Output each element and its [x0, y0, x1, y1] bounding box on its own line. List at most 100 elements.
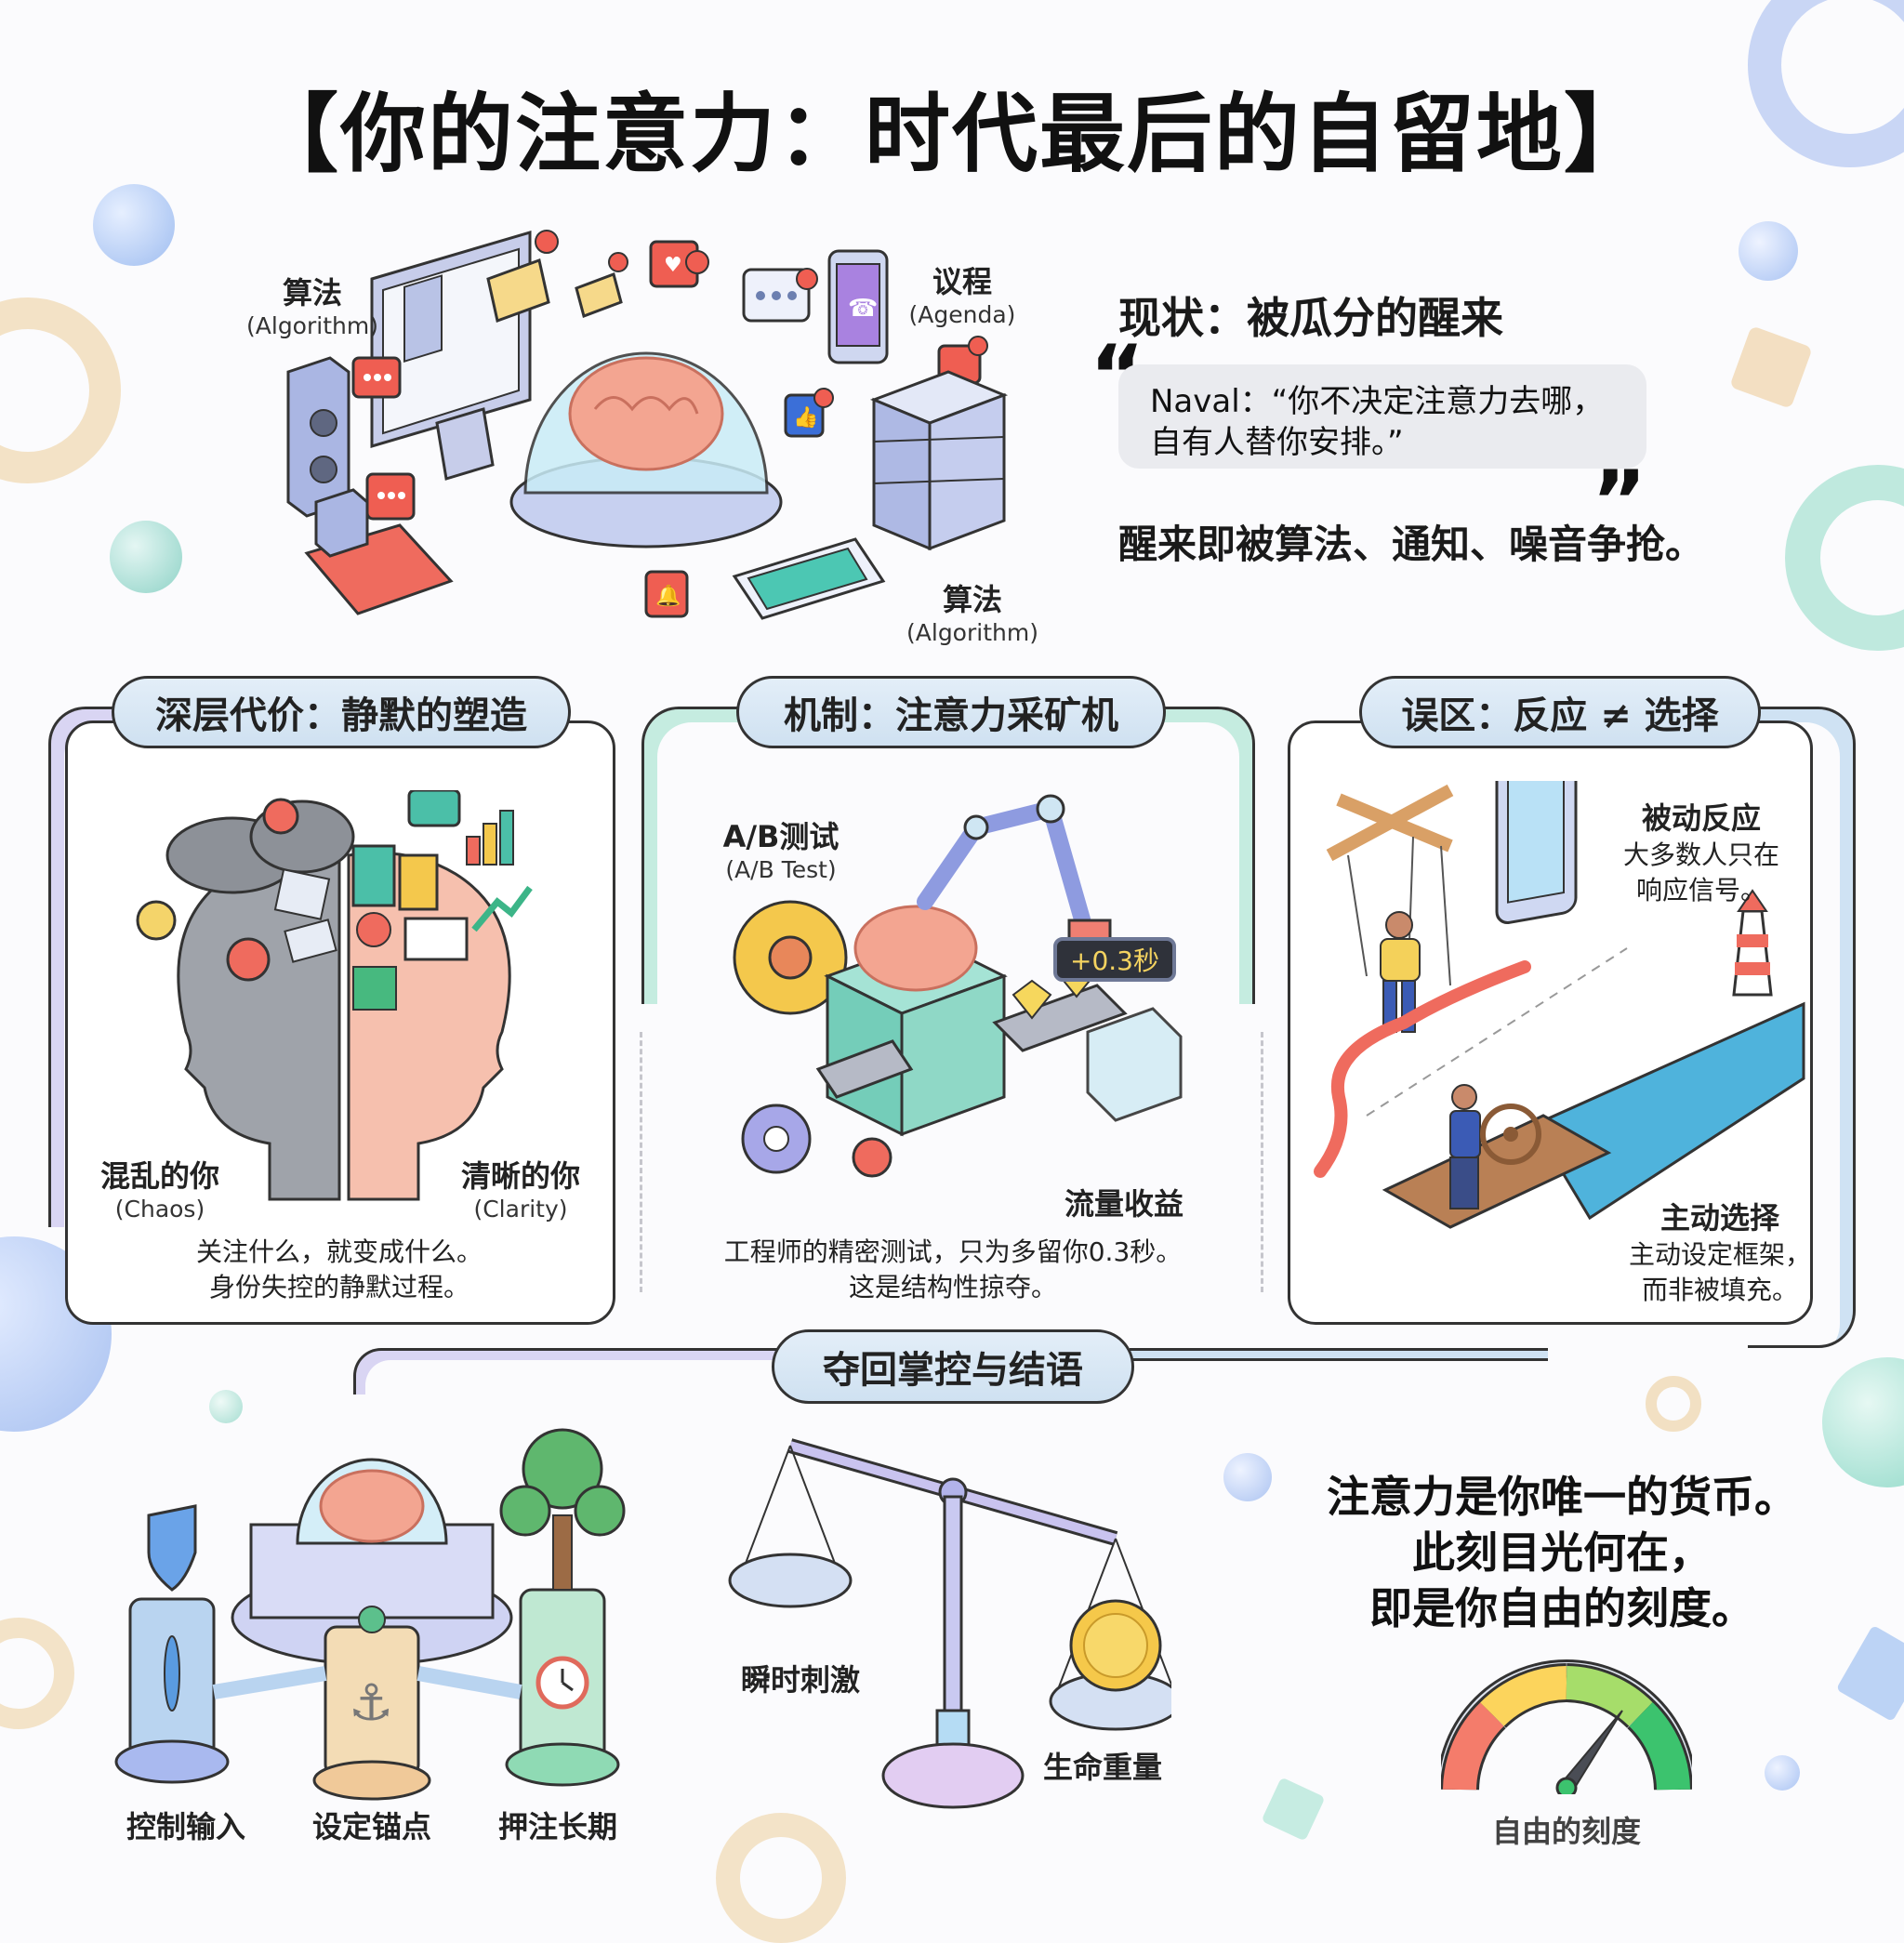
- quote-line-2: 自有人替你安排。”: [1150, 424, 1404, 461]
- panel-mechanism-divider: [640, 1032, 642, 1292]
- decor-ring-beige-bottom-left: [0, 1618, 74, 1729]
- pipe-bottom-right: [1130, 1348, 1548, 1361]
- active-choice-block: 主动选择 主动设定框架， 而非被填充。: [1618, 1195, 1822, 1308]
- conveyor-belt-icon: [815, 984, 1128, 1099]
- bottom-section-header: 夺回掌控与结语: [772, 1329, 1134, 1404]
- decor-cube-beige: [1729, 325, 1813, 409]
- scale-label-life-weight: 生命重量: [1043, 1750, 1163, 1785]
- label-agenda-cn: 议程: [932, 264, 992, 299]
- panel-mechanism-line-2: 这是结构性掠夺。: [848, 1272, 1057, 1302]
- quote-box: Naval：“你不决定注意力去哪， 自有人替你安排。”: [1118, 364, 1646, 469]
- label-agenda: 议程 (Agenda): [892, 258, 1032, 328]
- chat-notification-icon: [351, 356, 402, 399]
- conclusion-text: 注意力是你唯一的货币。 此刻目光何在， 即是你自由的刻度。: [1292, 1469, 1831, 1636]
- label-clarity: 清晰的你 (Clarity): [446, 1153, 595, 1223]
- pillar-anchor-icon: ⚓: [312, 1606, 431, 1801]
- passive-reaction-block: 被动反应 大多数人只在 响应信号。: [1590, 795, 1813, 908]
- phone-call-icon: ☎: [827, 249, 889, 364]
- label-algorithm-left: 算法 (Algorithm): [238, 270, 387, 339]
- decor-ring-beige-left: [0, 297, 121, 483]
- label-algorithm-left-en: (Algorithm): [246, 312, 378, 339]
- panel-mechanism-line-1: 工程师的精密测试，只为多留你0.3秒。: [723, 1236, 1183, 1267]
- server-stack-icon: [869, 370, 1009, 551]
- label-chaos: 混乱的你 (Chaos): [86, 1153, 234, 1223]
- collection-bin-icon: [1086, 1007, 1183, 1122]
- pipe-mint-right: [1153, 707, 1255, 1004]
- passive-reaction-title: 被动反应: [1641, 800, 1761, 836]
- passive-reaction-line-2: 响应信号。: [1635, 875, 1766, 905]
- monitor-icon: [370, 230, 532, 481]
- svg-text:♥: ♥: [664, 254, 682, 277]
- heart-notification-icon: ♥: [649, 240, 709, 288]
- time-counter-display: +0.3秒: [1053, 937, 1176, 982]
- ship-deck-icon: [1382, 1114, 1612, 1229]
- svg-text:☎: ☎: [848, 295, 878, 323]
- svg-text:🔔: 🔔: [655, 584, 681, 608]
- freedom-gauge: [1441, 1655, 1692, 1794]
- chat-notification-bottom-icon: [365, 472, 416, 521]
- speaker-icon: [286, 356, 350, 518]
- decor-ring-mint-right: [1785, 465, 1904, 651]
- brain-dome-icon: [509, 351, 783, 549]
- panel-deep-cost-header: 深层代价：静默的塑造: [112, 676, 571, 748]
- label-ab-test-en: (A/B Test): [725, 856, 837, 883]
- decor-cube-mint: [1261, 1777, 1326, 1842]
- machine-box-icon: [824, 905, 1008, 1137]
- puppet-cross-icon: [1326, 784, 1454, 862]
- svg-text:👍: 👍: [793, 405, 818, 430]
- label-ab-test-cn: A/B测试: [722, 819, 840, 854]
- panel-deep-cost-line-1: 关注什么，就变成什么。: [195, 1236, 483, 1267]
- panel-mechanism-header: 机制：注意力采矿机: [736, 676, 1166, 748]
- pipe-connector-icon: [212, 1666, 327, 1699]
- conclusion-line-3: 即是你自由的刻度。: [1369, 1583, 1754, 1633]
- pillar-label-control-input: 控制输入: [126, 1809, 245, 1844]
- label-ab-test: A/B测试 (A/B Test): [707, 813, 855, 883]
- label-chaos-en: (Chaos): [114, 1196, 205, 1223]
- panel-mechanism-divider-right: [1261, 1032, 1263, 1292]
- scale-label-instant-stimulus: 瞬时刺激: [741, 1662, 861, 1698]
- gear-purple-icon: [741, 1104, 812, 1174]
- pipe-connector-icon-2: [416, 1666, 522, 1699]
- status-heading: 现状：被瓜分的醒来: [1118, 293, 1503, 343]
- thumbs-up-icon: 👍: [784, 388, 834, 438]
- active-choice-line-2: 而非被填充。: [1641, 1275, 1798, 1305]
- label-algorithm-bottom: 算法 (Algorithm): [898, 576, 1047, 646]
- router-icon: [314, 488, 369, 558]
- label-agenda-en: (Agenda): [908, 301, 1016, 328]
- gauge-label: 自由的刻度: [1491, 1814, 1641, 1849]
- pipe-right-blue: [1748, 707, 1856, 1348]
- decor-sphere-mint-small: [209, 1390, 243, 1423]
- decor-sphere-mint-right: [1822, 1357, 1904, 1487]
- decor-ring-beige-bottom: [716, 1813, 846, 1943]
- conclusion-line-1: 注意力是你唯一的货币。: [1327, 1472, 1797, 1522]
- decor-cube-blue: [1835, 1624, 1904, 1723]
- pillar-label-bet-long-term: 押注长期: [497, 1809, 617, 1844]
- passive-reaction-line-1: 大多数人只在: [1622, 839, 1779, 870]
- decor-sphere-blue-right: [1739, 221, 1798, 281]
- red-path-icon: [1314, 960, 1531, 1178]
- bell-notification-icon: 🔔: [644, 570, 689, 618]
- mining-machine-illustration: [716, 790, 1199, 1181]
- panel-deep-cost-line-2: 身份失控的静默过程。: [208, 1272, 469, 1302]
- active-choice-title: 主动选择: [1659, 1200, 1779, 1236]
- close-quote-mark: ”: [1592, 453, 1647, 550]
- gauge-icon: [1441, 1659, 1692, 1794]
- pillar-control-input-icon: [114, 1504, 230, 1784]
- label-algorithm-left-cn: 算法: [282, 275, 342, 311]
- helmsman-icon: [1449, 1084, 1481, 1209]
- decor-sphere-blue: [93, 184, 175, 266]
- label-chaos-cn: 混乱的你: [99, 1158, 219, 1194]
- label-clarity-cn: 清晰的你: [460, 1158, 580, 1194]
- brain-dome-devices-illustration: ♥ ☎ 👍 🔔: [286, 230, 1009, 620]
- decor-ring-beige-right: [1646, 1376, 1701, 1432]
- chaos-head-icon: [136, 798, 355, 1201]
- balance-scale-icon: [728, 1438, 1171, 1809]
- decor-sphere-blue-mid: [1223, 1453, 1272, 1501]
- pipe-left-lavender: [48, 707, 132, 1227]
- label-clarity-en: (Clarity): [473, 1196, 568, 1223]
- divider-dashed-line: [1366, 947, 1628, 1117]
- smartphone-icon: [1495, 781, 1578, 925]
- clarity-head-icon: [347, 790, 533, 1201]
- ocean-icon: [1531, 1001, 1805, 1221]
- pillar-labels: 控制输入 设定锚点 押注长期: [93, 1804, 651, 1846]
